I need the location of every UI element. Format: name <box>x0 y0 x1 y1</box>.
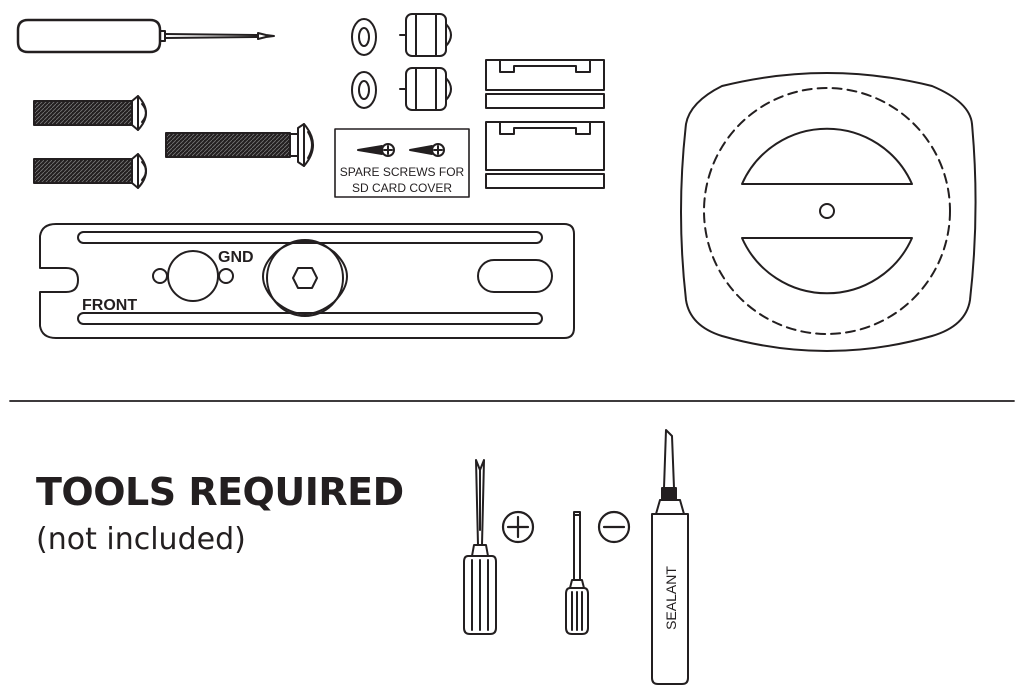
washer-top <box>351 18 377 56</box>
cap-nut-top <box>399 13 452 57</box>
front-label: FRONT <box>82 297 137 314</box>
mounting-bracket <box>39 223 575 339</box>
gnd-label: GND <box>218 249 254 266</box>
spare-screws-label-line1: SPARE SCREWS FOR <box>340 165 465 179</box>
spare-screws-label-line2: SD CARD COVER <box>352 181 452 195</box>
small-screwdriver <box>16 18 275 54</box>
phillips-screwdriver <box>463 459 497 635</box>
tools-required-subtitle: (not included) <box>36 522 246 557</box>
sealant-tube <box>651 429 689 685</box>
slotted-symbol-icon <box>597 510 631 544</box>
spare-screws-card <box>334 128 470 198</box>
bolt-left-bottom <box>33 153 147 189</box>
bolt-long <box>165 123 314 167</box>
slotted-screwdriver <box>565 511 589 635</box>
tools-required-title: TOOLS REQUIRED <box>36 470 404 514</box>
dome-base-plate <box>680 72 977 352</box>
spacer-clip-bottom <box>485 121 605 189</box>
cap-nut-bottom <box>399 67 452 111</box>
spacer-clip-top <box>485 59 605 109</box>
bolt-left-top <box>33 95 147 131</box>
phillips-symbol-icon <box>501 510 535 544</box>
sealant-label: SEALANT <box>663 566 679 630</box>
washer-bottom <box>351 71 377 109</box>
